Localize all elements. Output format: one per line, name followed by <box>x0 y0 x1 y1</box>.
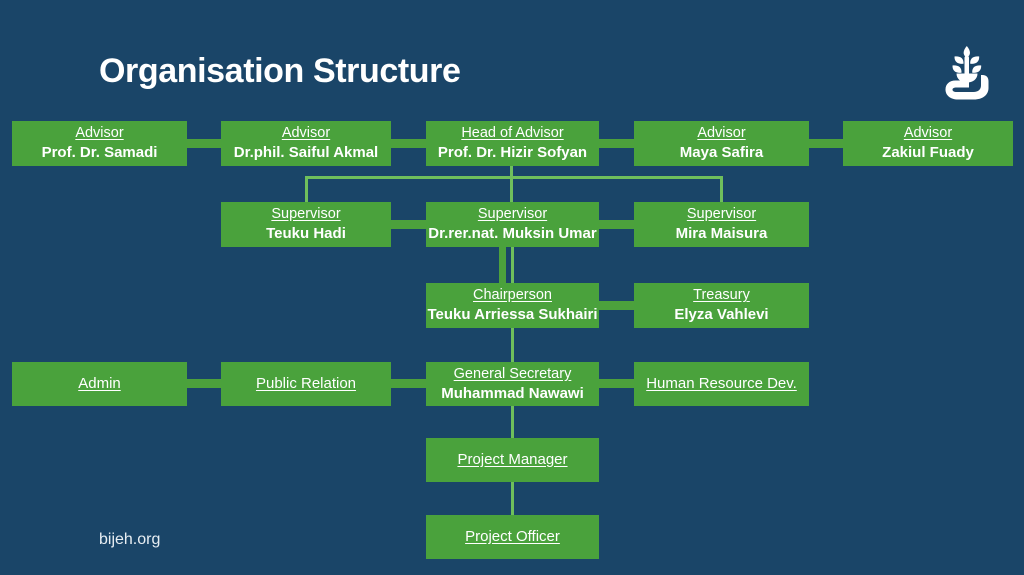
node-advisor-zakiul-fuady[interactable]: Advisor Zakiul Fuady <box>843 121 1013 166</box>
node-role: Advisor <box>903 125 953 142</box>
node-public-relation[interactable]: Public Relation <box>221 362 391 406</box>
connector-admin-public-relation <box>186 379 222 388</box>
connector-bus-to-supervisor-right <box>720 176 723 202</box>
connector-advisor2-head <box>390 139 426 148</box>
node-person: Dr.phil. Saiful Akmal <box>233 144 379 162</box>
page-title: Organisation Structure <box>99 52 461 90</box>
connector-advisor1-advisor2 <box>186 139 222 148</box>
connector-head-advisor4 <box>598 139 634 148</box>
node-role: Advisor <box>697 125 746 142</box>
node-project-officer[interactable]: Project Officer <box>426 515 599 559</box>
node-role: Human Resource Dev. <box>646 374 797 392</box>
node-advisor-samadi[interactable]: Advisor Prof. Dr. Samadi <box>12 121 187 166</box>
connector-public-relation-secretary <box>390 379 426 388</box>
connector-head-drop <box>510 166 513 178</box>
connector-supervisor-to-chairperson-a <box>499 247 506 283</box>
node-person: Elyza Vahlevi <box>674 306 769 324</box>
node-supervisor-teuku-hadi[interactable]: Supervisor Teuku Hadi <box>221 202 391 247</box>
site-footer: bijeh.org <box>99 531 161 548</box>
node-supervisor-muksin-umar[interactable]: Supervisor Dr.rer.nat. Muksin Umar <box>426 202 599 247</box>
node-person: Dr.rer.nat. Muksin Umar <box>428 225 597 243</box>
node-role: Supervisor <box>686 206 757 223</box>
node-human-resource-dev[interactable]: Human Resource Dev. <box>634 362 809 406</box>
node-role: Head of Advisor <box>461 125 564 142</box>
node-person: Prof. Dr. Samadi <box>41 144 158 162</box>
node-person: Maya Safira <box>679 144 764 162</box>
connector-secretary-hrd <box>598 379 634 388</box>
node-head-of-advisor[interactable]: Head of Advisor Prof. Dr. Hizir Sofyan <box>426 121 599 166</box>
node-person: Zakiul Fuady <box>882 144 974 162</box>
node-general-secretary[interactable]: General Secretary Muhammad Nawawi <box>426 362 599 406</box>
node-person: Teuku Arriessa Sukhairi <box>427 306 598 324</box>
connector-supervisor-bus <box>305 176 723 179</box>
node-role: Supervisor <box>271 206 341 223</box>
connector-secretary-to-project-manager <box>511 405 514 438</box>
node-role: Admin <box>78 374 121 392</box>
node-role: Advisor <box>281 125 331 142</box>
node-person: Muhammad Nawawi <box>441 384 584 402</box>
node-role: General Secretary <box>453 365 572 382</box>
node-treasury[interactable]: Treasury Elyza Vahlevi <box>634 283 809 328</box>
connector-bus-to-supervisor-center <box>510 176 513 202</box>
node-advisor-saiful-akmal[interactable]: Advisor Dr.phil. Saiful Akmal <box>221 121 391 166</box>
connector-bus-to-supervisor-left <box>305 176 308 202</box>
connector-supervisor-to-chairperson-b <box>511 247 514 283</box>
node-project-manager[interactable]: Project Manager <box>426 438 599 482</box>
connector-supervisor2-supervisor3 <box>598 220 634 229</box>
node-chairperson[interactable]: Chairperson Teuku Arriessa Sukhairi <box>426 283 599 328</box>
connector-project-manager-to-officer <box>511 482 514 515</box>
node-role: Public Relation <box>255 374 357 392</box>
node-person: Mira Maisura <box>675 225 768 243</box>
node-supervisor-mira-maisura[interactable]: Supervisor Mira Maisura <box>634 202 809 247</box>
node-admin[interactable]: Admin <box>12 362 187 406</box>
node-role: Treasury <box>693 287 750 304</box>
node-role: Chairperson <box>473 287 552 304</box>
connector-supervisor1-supervisor2 <box>390 220 426 229</box>
connector-advisor4-advisor5 <box>808 139 844 148</box>
bijeh-sprout-logo <box>936 42 998 104</box>
connector-chairperson-treasury <box>598 301 634 310</box>
node-role: Project Officer <box>465 527 560 545</box>
connector-chairperson-to-secretary <box>511 328 514 362</box>
node-advisor-maya-safira[interactable]: Advisor Maya Safira <box>634 121 809 166</box>
node-role: Supervisor <box>477 206 548 223</box>
node-role: Advisor <box>75 125 124 142</box>
node-person: Teuku Hadi <box>266 225 346 243</box>
node-role: Project Manager <box>457 450 568 468</box>
node-person: Prof. Dr. Hizir Sofyan <box>437 144 588 162</box>
